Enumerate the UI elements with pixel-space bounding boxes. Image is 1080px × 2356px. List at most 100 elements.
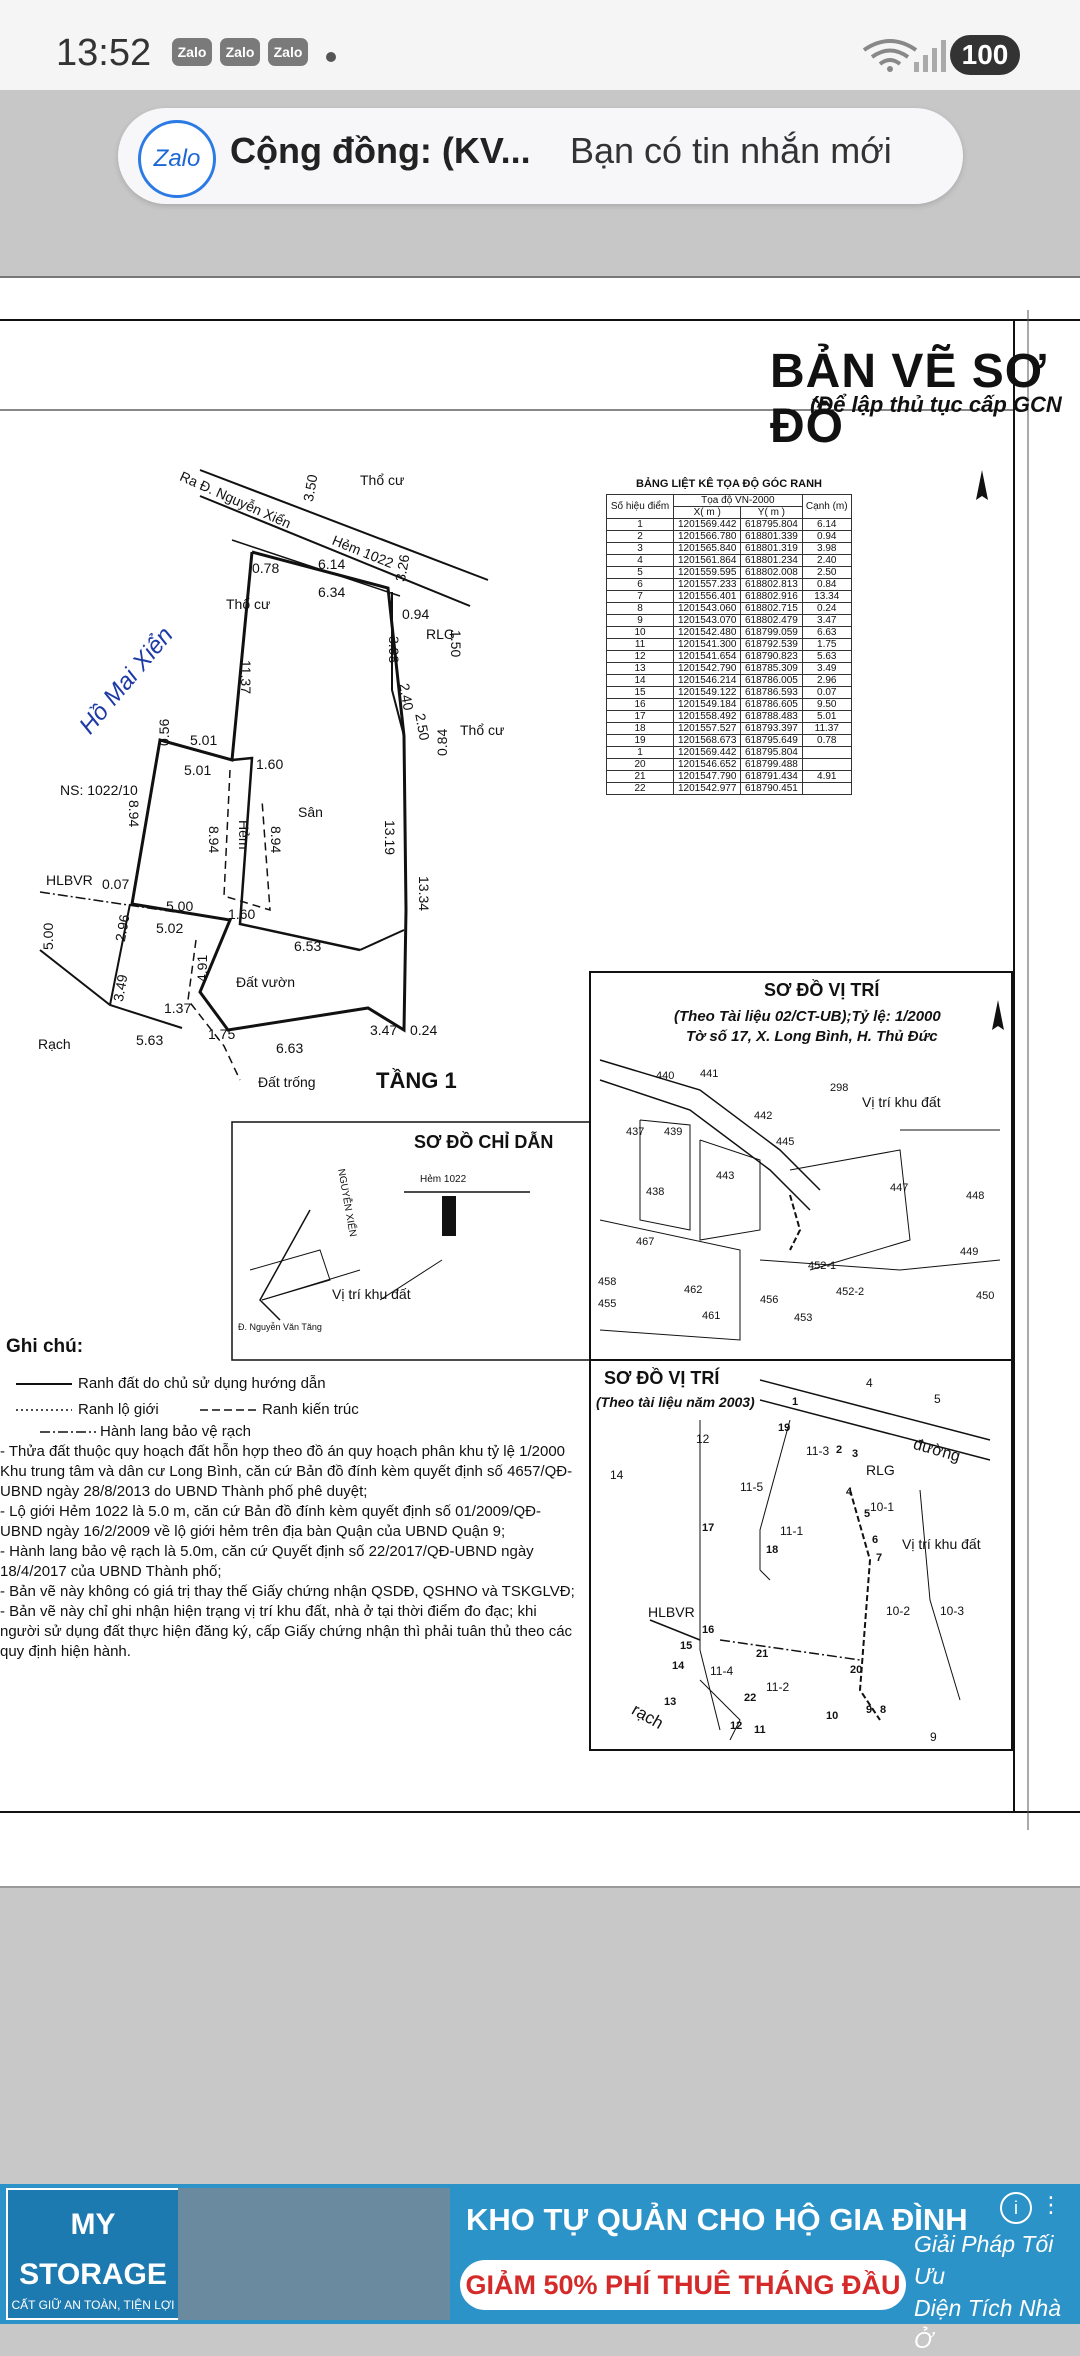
table-cell: 3.49 [801,662,853,675]
survey-point-number: 21 [756,1648,769,1660]
dim-label: 0.94 [402,606,430,622]
dim-label: 0.07 [102,876,130,892]
table-cell: 1201557.527 [673,722,742,735]
parcel-number: 11-2 [766,1680,790,1694]
table-cell: 618785.309 [740,662,803,675]
parcel-number: 298 [830,1082,849,1094]
hlbvr-label: HLBVR [46,872,93,888]
parcel-number: 10-1 [870,1500,895,1514]
note-line: - Lộ giới Hẻm 1022 là 5.0 m, căn cứ Bản … [0,1503,542,1540]
parcel-number: 10-2 [886,1604,911,1618]
dim-label: 11.37 [238,660,254,694]
table-cell: 1201549.184 [673,698,742,711]
table-cell: 15 [605,686,675,699]
table-cell: 618795.804 [740,518,803,531]
table-cell: 1201559.595 [673,566,742,579]
guide-map-title: SƠ ĐỒ CHỈ DẪN [414,1132,554,1152]
parcel-number: 14 [610,1468,624,1482]
table-cell: 5 [605,566,675,579]
parcel-number: 467 [636,1236,655,1248]
note-line: - Bản vẽ này không có giá trị thay thế G… [0,1583,575,1600]
rach-label: Rạch [38,1036,71,1052]
table-cell: 3.98 [801,542,853,555]
zalo-app-icon: Zalo [138,120,216,198]
table-cell: 11 [605,638,675,651]
guide-map-bottom-road: Đ. Nguyễn Văn Tăng [238,1322,322,1332]
survey-point-number: 18 [766,1544,779,1556]
table-cell: 618790.451 [740,782,803,795]
zalo-notification[interactable]: Zalo Cộng đồng: (KV... Bạn có tin nhắn m… [118,108,963,204]
ad-offer-button[interactable]: GIẢM 50% PHÍ THUÊ THÁNG ĐẦU [460,2260,906,2310]
table-cell: 1 [605,518,675,531]
note-line: - Hành lang bảo vệ rạch là 5.0m, căn cứ … [0,1543,534,1580]
table-cell: 0.07 [801,686,853,699]
table-cell: 12 [605,650,675,663]
note-line: - Bản vẽ này chỉ ghi nhận hiện trạng vị … [0,1603,573,1660]
survey-point-number: 16 [702,1624,715,1636]
parcel-number: 11-4 [710,1664,734,1678]
table-cell: 1.75 [801,638,853,651]
ad-banner[interactable]: MY STORAGE CẤT GIỮ AN TOÀN, TIỆN LỢI KHO… [0,2184,1080,2353]
ad-info-icon[interactable]: i [1000,2192,1032,2224]
survey-point-number: 4 [846,1486,853,1498]
table-cell: 618795.649 [740,734,803,747]
parcel-number: 437 [626,1126,645,1138]
header-x: X( m ) [673,506,742,519]
survey-point-number: 20 [850,1664,863,1676]
site-map-1-title: SƠ ĐỒ VỊ TRÍ [764,980,880,1000]
table-cell: 1201566.780 [673,530,742,543]
table-cell [801,746,853,759]
dim-label: 5.00 [166,898,194,914]
header-coord: Tọa độ VN-2000 [673,494,803,507]
parcel-number: 11-3 [806,1444,830,1458]
parcel-number: 462 [684,1284,703,1296]
survey-point-number: 12 [730,1720,743,1732]
ad-more-icon[interactable]: ⋮ [1040,2192,1062,2217]
table-cell: 6.63 [801,626,853,639]
legend-item: Ranh đất do chủ sử dụng hướng dẫn [78,1375,326,1392]
table-cell: 618801.339 [740,530,803,543]
table-cell: 618801.234 [740,554,803,567]
survey-point-number: 11 [754,1724,766,1736]
legend-title: Ghi chú: [6,1336,84,1357]
zalo-notif-icon: Zalo [268,38,308,66]
table-cell: 1201541.300 [673,638,742,651]
survey-point-number: 5 [864,1508,871,1520]
survey-point-number: 10 [826,1710,839,1722]
table-cell: 618788.483 [740,710,803,723]
site-map-2-rlg: RLG [866,1462,895,1478]
table-cell: 1201558.492 [673,710,742,723]
table-cell: 22 [605,782,675,795]
table-cell: 618802.916 [740,590,803,603]
table-cell: 618799.059 [740,626,803,639]
table-cell: 1201542.480 [673,626,742,639]
table-cell: 1201542.977 [673,782,742,795]
parcel-number: 447 [890,1182,909,1194]
parcel-number: 458 [598,1276,617,1288]
site-map-2-title: SƠ ĐỒ VỊ TRÍ [604,1368,720,1388]
dim-label: 3.47 [370,1022,398,1038]
clock: 13:52 [56,32,152,74]
ad-right-line: Diện Tích Nhà Ở [914,2295,1062,2353]
table-cell: 8 [605,602,675,615]
table-cell: 13 [605,662,675,675]
signal-icon [914,40,946,72]
table-cell: 618786.005 [740,674,803,687]
dim-label: 1.60 [256,756,284,772]
dim-label: 5.02 [156,920,184,936]
document-image[interactable] [0,276,1080,1888]
status-bar: 13:52 Zalo Zalo Zalo 100 [0,0,1080,90]
table-cell: 1201543.070 [673,614,742,627]
table-cell: 618801.319 [740,542,803,555]
table-cell: 5.01 [801,710,853,723]
